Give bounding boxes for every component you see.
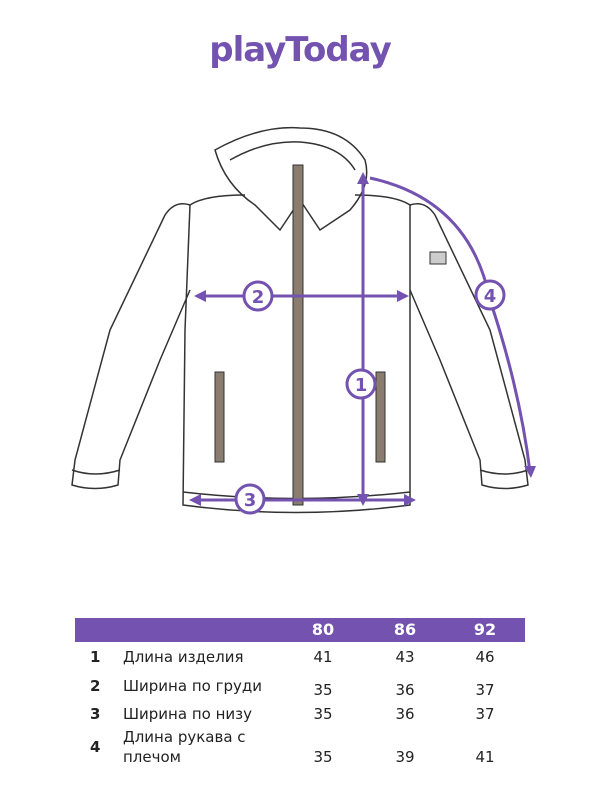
sleeve-badge xyxy=(429,251,447,265)
cell-value: 35 xyxy=(313,748,333,766)
row-label: Длина изделия xyxy=(123,648,244,666)
left-pocket xyxy=(214,371,225,463)
cell-value: 46 xyxy=(475,648,495,666)
size-header: 80 xyxy=(311,620,335,639)
row-label: Длина рукава с xyxy=(123,728,246,746)
cell-value: 37 xyxy=(475,705,495,723)
cell-value: 35 xyxy=(313,705,333,723)
row-number: 4 xyxy=(90,738,101,756)
row-number: 1 xyxy=(90,648,101,666)
cell-value: 37 xyxy=(475,681,495,699)
marker-1: 1 xyxy=(355,375,368,396)
row-label: Ширина по низу xyxy=(123,705,252,723)
marker-circles xyxy=(234,279,506,515)
zipper xyxy=(292,164,304,506)
marker-2: 2 xyxy=(252,287,265,308)
row-label: Ширина по груди xyxy=(123,677,262,695)
cell-value: 41 xyxy=(313,648,333,666)
size-header: 92 xyxy=(473,620,497,639)
row-number: 3 xyxy=(90,705,101,723)
marker-4: 4 xyxy=(484,286,497,307)
table-header xyxy=(75,618,525,642)
jacket-outline xyxy=(71,126,529,514)
row-label: плечом xyxy=(123,748,181,766)
measure-line-sleeve xyxy=(369,176,532,473)
cell-value: 39 xyxy=(395,748,415,766)
size-header: 86 xyxy=(393,620,417,639)
cell-value: 36 xyxy=(395,681,415,699)
marker-3: 3 xyxy=(244,490,257,511)
cell-value: 36 xyxy=(395,705,415,723)
cell-value: 35 xyxy=(313,681,333,699)
cell-value: 41 xyxy=(475,748,495,766)
right-pocket xyxy=(375,371,386,463)
brand-logo: playToday xyxy=(209,30,392,70)
row-number: 2 xyxy=(90,677,101,695)
cell-value: 43 xyxy=(395,648,415,666)
